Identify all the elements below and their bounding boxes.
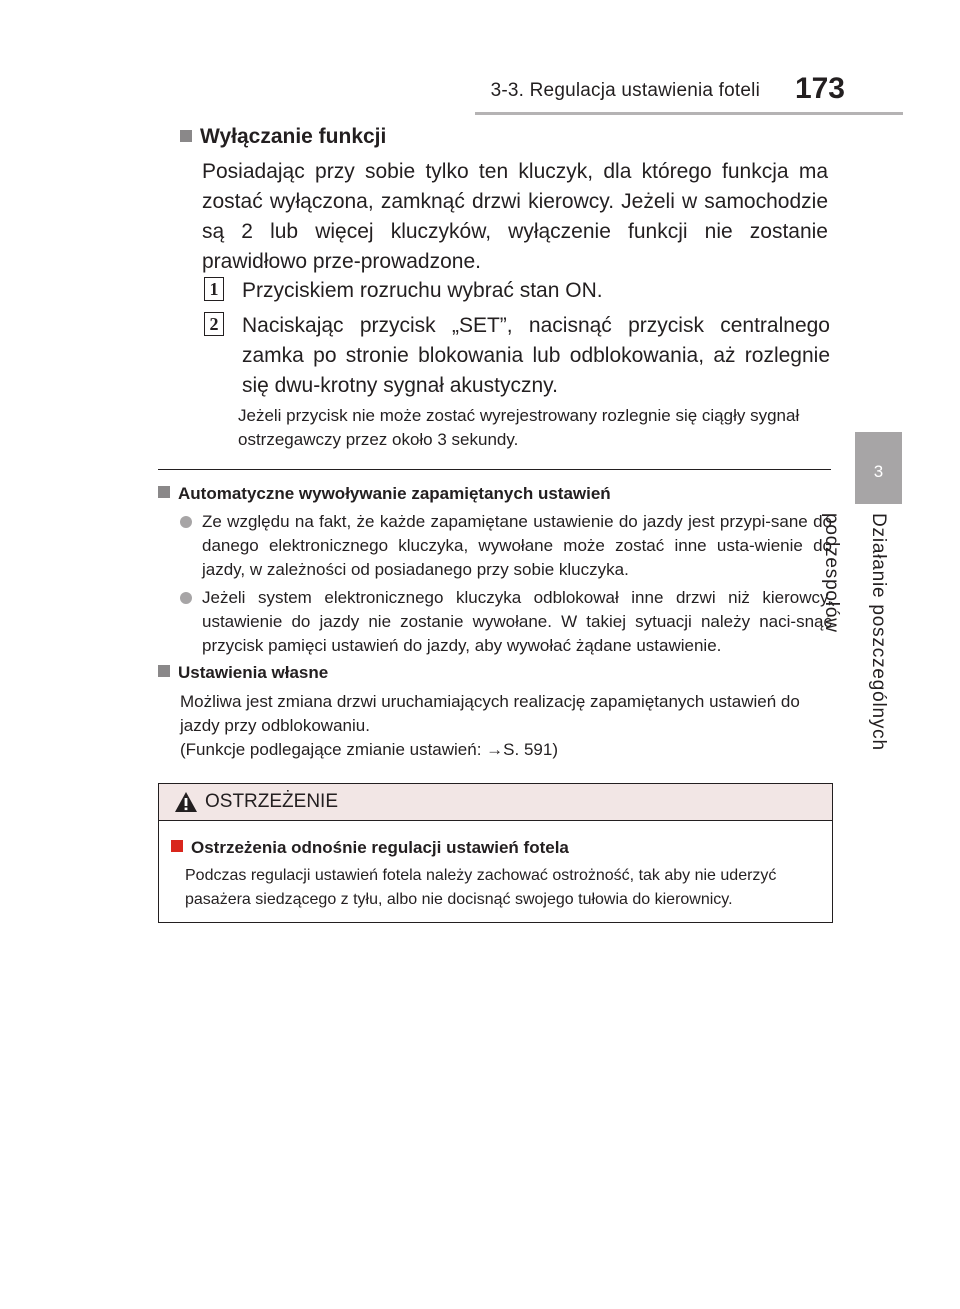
custom-settings-text: Możliwa jest zmiana drzwi uruchamiającyc… — [180, 690, 832, 762]
header-rule — [475, 112, 903, 115]
step-1: 1 Przyciskiem rozruchu wybrać stan ON. — [204, 276, 830, 306]
list-item: Jeżeli system elektronicznego kluczyka o… — [180, 586, 832, 658]
chapter-title: Działanie poszczególnych podzespołów — [821, 513, 889, 751]
warning-text: Podczas regulacji ustawień fotela należy… — [185, 867, 777, 908]
circle-bullet-icon — [180, 592, 192, 604]
section-heading-disable-function: Wyłączanie funkcji — [180, 125, 386, 149]
step-text: Przyciskiem rozruchu wybrać stan ON. — [242, 279, 603, 302]
section-divider — [158, 469, 831, 470]
custom-settings-line: Możliwa jest zmiana drzwi uruchamiającyc… — [180, 692, 800, 735]
list-item-text: Ze względu na fakt, że każde zapamiętane… — [202, 512, 832, 579]
page-number: 173 — [794, 72, 845, 105]
chapter-number: 3 — [873, 462, 884, 481]
section-heading-custom-settings: Ustawienia własne — [158, 663, 328, 683]
warning-subheading-text: Ostrzeżenia odnośnie regulacji ustawień … — [191, 838, 569, 857]
step-2: 2 Naciskając przycisk „SET”, nacisnąć pr… — [204, 311, 830, 401]
square-bullet-icon — [180, 130, 192, 142]
section-heading-text: Wyłączanie funkcji — [200, 125, 387, 148]
warning-box: OSTRZEŻENIE Ostrzeżenia odnośnie regulac… — [158, 783, 833, 923]
section-heading-text: Ustawienia własne — [178, 663, 329, 682]
section-paragraph: Posiadając przy sobie tylko ten kluczyk,… — [202, 160, 828, 273]
square-bullet-icon — [158, 486, 170, 498]
warning-triangle-icon — [174, 791, 198, 818]
list-item-text: Jeżeli system elektronicznego kluczyka o… — [202, 588, 832, 655]
section-heading-auto-recall: Automatyczne wywoływanie zapamiętanych u… — [158, 484, 611, 504]
square-bullet-icon — [171, 840, 183, 852]
warning-header: OSTRZEŻENIE — [159, 784, 832, 821]
step-number-badge: 1 — [204, 277, 224, 301]
step-number-badge: 2 — [204, 312, 224, 336]
running-header: 3-3. Regulacja ustawienia foteli — [490, 80, 760, 101]
square-bullet-icon — [158, 665, 170, 677]
warning-subheading: Ostrzeżenia odnośnie regulacji ustawień … — [171, 838, 569, 858]
chapter-tab: 3 — [855, 432, 902, 504]
warning-title: OSTRZEŻENIE — [205, 791, 339, 812]
section-heading-text: Automatyczne wywoływanie zapamiętanych u… — [178, 484, 611, 503]
custom-settings-reference: (Funkcje podlegające zmianie ustawień: →… — [180, 740, 558, 759]
circle-bullet-icon — [180, 516, 192, 528]
step-note: Jeżeli przycisk nie może zostać wyrejest… — [238, 406, 800, 449]
step-text: Naciskając przycisk „SET”, nacisnąć przy… — [242, 314, 830, 397]
list-item: Ze względu na fakt, że każde zapamiętane… — [180, 510, 832, 582]
